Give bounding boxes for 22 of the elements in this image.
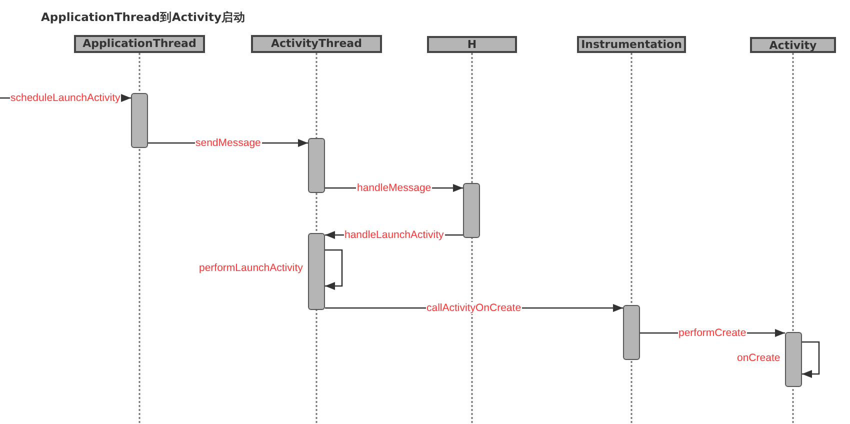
- edge-label: sendMessage: [194, 137, 262, 149]
- edge-label: performCreate: [678, 327, 748, 339]
- edge-label: scheduleLaunchActivity: [10, 92, 122, 104]
- activation-bar: [463, 183, 480, 238]
- lifeline-header: Activity: [750, 37, 836, 53]
- edge-label: handleLaunchActivity: [344, 229, 445, 241]
- edge-label: onCreate: [736, 352, 782, 364]
- activation-bar: [308, 233, 325, 310]
- edge-label: performLaunchActivity: [198, 262, 304, 274]
- activation-bar: [131, 93, 148, 148]
- edge-label: handleMessage: [356, 182, 432, 194]
- self-call-arrow: [802, 341, 820, 378]
- activation-bar: [623, 305, 640, 360]
- diagram-title: ApplicationThread到Activity启动: [41, 10, 246, 25]
- lifeline-header: ApplicationThread: [74, 35, 205, 53]
- lifeline-header: Instrumentation: [577, 36, 686, 53]
- activation-bar: [785, 332, 802, 387]
- lifeline-header: H: [427, 36, 517, 53]
- activation-bar: [308, 138, 325, 193]
- lifeline-header: ActivityThread: [251, 35, 382, 53]
- self-call-arrow: [325, 249, 343, 290]
- edge-label: callActivityOnCreate: [426, 302, 522, 314]
